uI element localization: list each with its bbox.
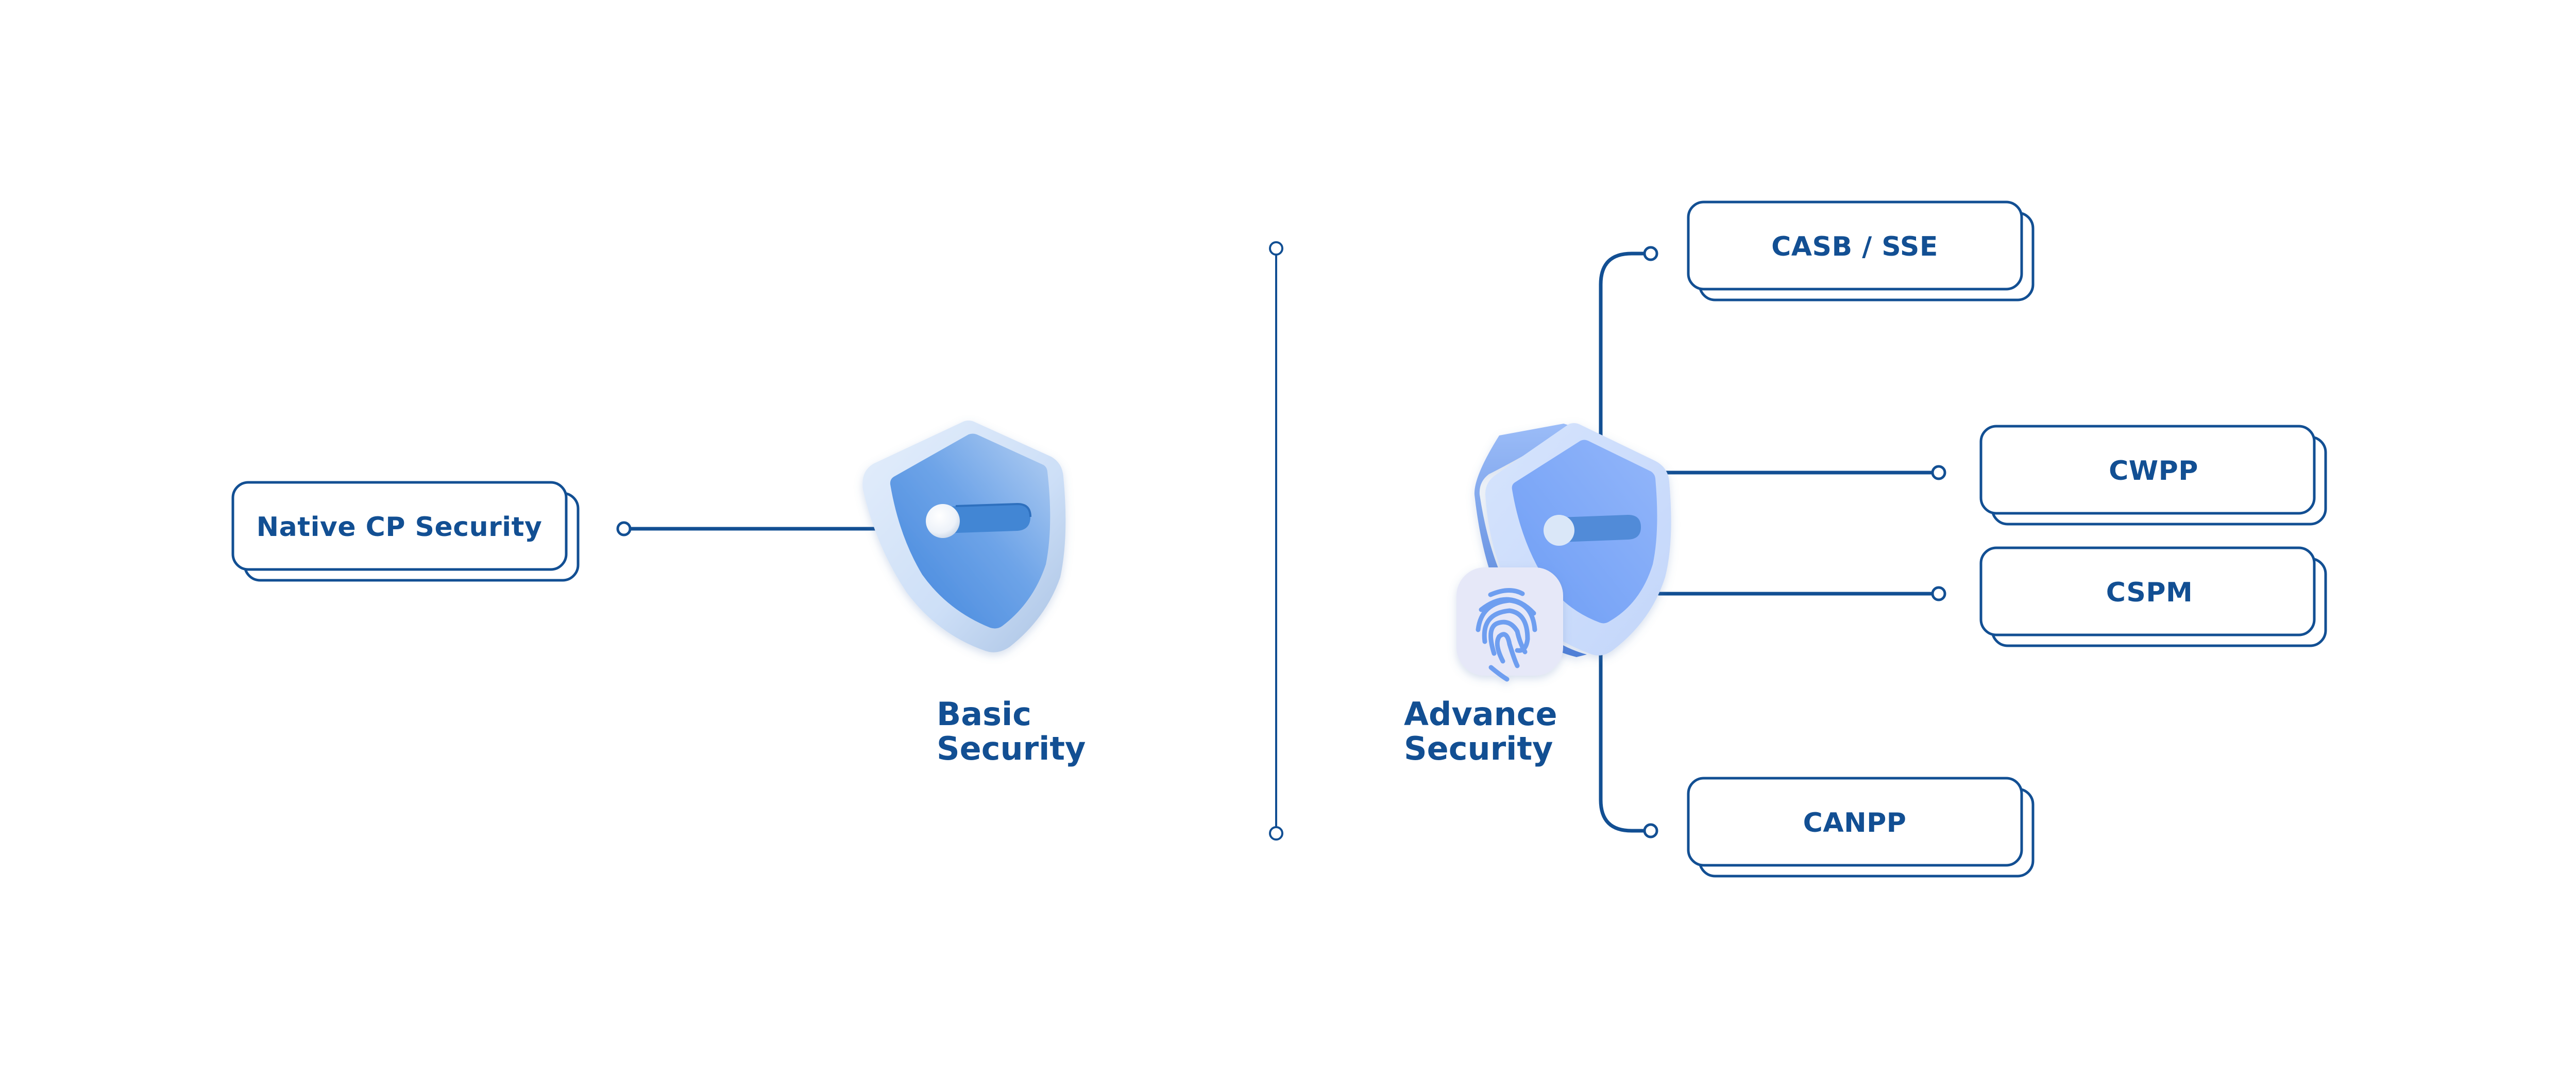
trunk-to-canpp [1599,647,1646,833]
fingerprint-icon [1456,567,1563,682]
canpp-label: CANPP [1803,808,1907,838]
toggle-knob [1544,515,1574,546]
divider-bottom-node [1269,826,1283,841]
native-cp-security-label: Native CP Security [257,512,543,543]
advance-connectors [1599,246,1946,838]
basic-security-title: Basic Security [937,695,1086,767]
advance-title-line1: Advance [1404,695,1557,733]
basic-title-line2: Security [937,730,1086,767]
fingerprint-ridges [1476,588,1537,682]
basic-connector [616,521,878,536]
casb-node [1643,246,1658,261]
trunk-to-casb [1599,251,1646,466]
toggle-knob [926,504,960,538]
connector-node [616,521,632,536]
box-front-layer [1687,200,2023,291]
cwpp-label: CWPP [2109,456,2198,486]
basic-input-box: Native CP Security [231,481,580,582]
cwpp-node [1931,465,1946,480]
vertical-divider [1269,241,1283,841]
cspm-box: CSPM [1979,546,2327,647]
box-front-layer [231,481,568,571]
canpp-node [1643,823,1658,838]
advance-title-line2: Security [1404,730,1553,767]
cwpp-box: CWPP [1979,425,2327,526]
casb-sse-box: CASB / SSE [1687,200,2035,301]
cspm-node [1931,586,1946,601]
divider-top-node [1269,241,1283,256]
toggle-track-edge [955,502,1031,517]
basic-title-line1: Basic [937,695,1031,733]
casb-sse-label: CASB / SSE [1771,231,1938,262]
box-front-layer [1979,425,2316,515]
box-front-layer [1979,546,2316,636]
toggle-track [943,504,1030,533]
box-front-layer [1687,777,2023,867]
cspm-label: CSPM [2106,577,2193,608]
advance-security-title: Advance Security [1404,695,1557,767]
canpp-box: CANPP [1687,777,2035,878]
toggle-track [1560,515,1641,542]
shield-toggle-icon [862,421,1066,652]
